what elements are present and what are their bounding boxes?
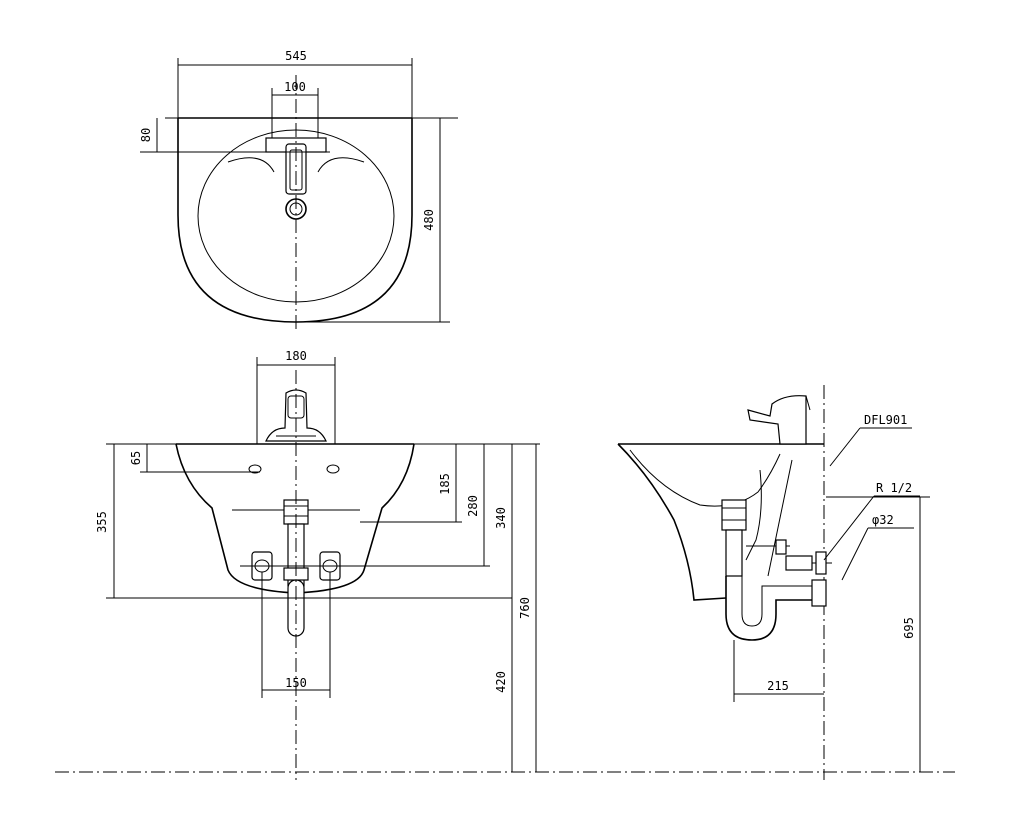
- label-dfl901: DFL901: [864, 413, 907, 427]
- dim-100: 100: [284, 80, 306, 94]
- side-view-waste-valve: [721, 499, 747, 531]
- top-view-faucet-lever: [285, 143, 307, 195]
- label-phi32: φ32: [872, 513, 894, 527]
- dim-215: 215: [767, 679, 789, 693]
- side-view-faucet: [747, 395, 807, 445]
- dim-340: 340: [494, 507, 508, 529]
- dim-480: 480: [422, 209, 436, 231]
- side-view-basin-outline: [617, 443, 727, 601]
- label-r-half: R 1/2: [876, 481, 912, 495]
- front-view-faucet: [265, 389, 327, 442]
- front-view: 180 65 355 185 280 340 420 760 150: [95, 349, 540, 780]
- dim-150: 150: [285, 676, 307, 690]
- dim-180: 180: [285, 349, 307, 363]
- side-view-trap: [725, 576, 812, 641]
- dim-280: 280: [466, 495, 480, 517]
- dim-420: 420: [494, 671, 508, 693]
- side-view: 215 695 DFL901 R 1/2 φ32: [617, 385, 930, 780]
- dim-80: 80: [139, 128, 153, 142]
- dim-355: 355: [95, 511, 109, 533]
- side-view-angle-valve: [785, 555, 813, 571]
- dim-545: 545: [285, 49, 307, 63]
- dim-185: 185: [438, 473, 452, 495]
- dim-695: 695: [902, 617, 916, 639]
- dim-760: 760: [518, 597, 532, 619]
- dim-65: 65: [129, 451, 143, 465]
- top-view: 545 100 80 480: [139, 49, 458, 330]
